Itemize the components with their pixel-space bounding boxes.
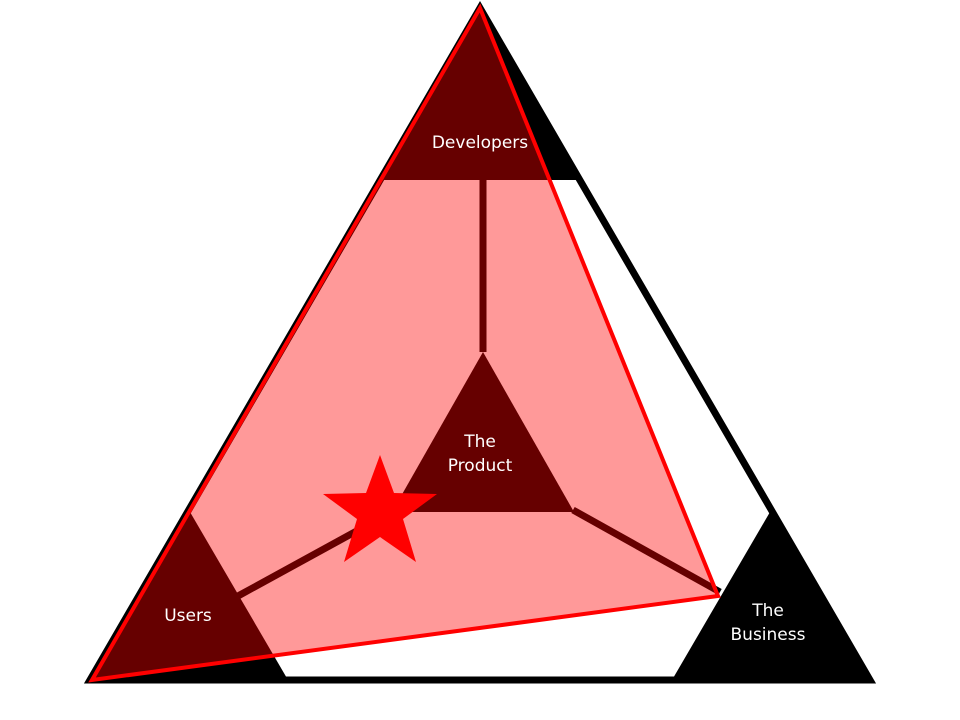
label-developers: Developers [432, 133, 528, 153]
label-users: Users [164, 606, 212, 626]
label-product-line1: The [463, 432, 496, 452]
label-business-line1: The [751, 601, 784, 621]
label-product-line2: Product [448, 456, 513, 476]
node-users [92, 512, 288, 680]
node-business [672, 512, 870, 680]
star-icon [323, 455, 437, 562]
highlight-triangle [88, 3, 721, 683]
node-product [392, 352, 574, 512]
connector-business [571, 506, 722, 596]
label-business-line2: Business [731, 625, 806, 645]
